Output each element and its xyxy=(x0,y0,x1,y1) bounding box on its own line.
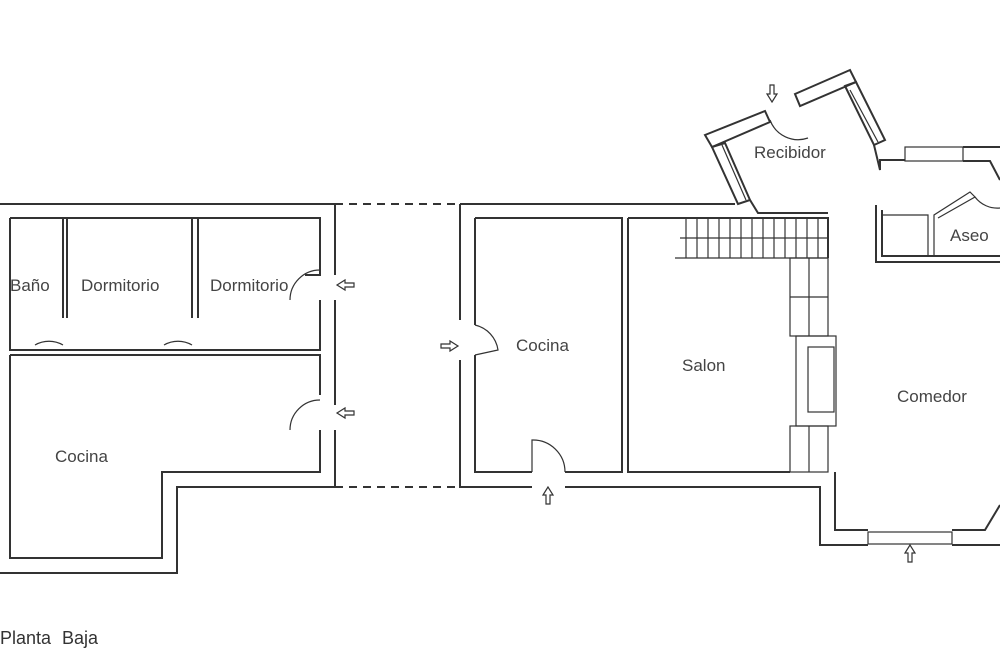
arrow-icon xyxy=(440,339,460,353)
room-label-cocina: Cocina xyxy=(516,336,569,355)
door-swing xyxy=(289,269,321,301)
room-label-aseo: Aseo xyxy=(950,226,989,245)
door-swing xyxy=(163,340,193,346)
door-swing xyxy=(34,340,64,346)
window xyxy=(867,531,953,545)
door-swing xyxy=(289,399,321,431)
room-label-recibidor: Recibidor xyxy=(754,143,826,162)
arrow-icon xyxy=(335,406,355,420)
room-label-salon: Salon xyxy=(682,356,726,375)
arrow-icon xyxy=(335,278,355,292)
room-label-bano: Baño xyxy=(10,276,50,295)
window xyxy=(904,146,964,162)
room-label-cocina: Cocina xyxy=(55,447,108,466)
arrow-icon xyxy=(765,84,779,104)
door-swing xyxy=(474,324,499,356)
room-label-dormitorio: Dormitorio xyxy=(210,276,289,295)
staircase xyxy=(675,218,828,259)
main-building-walls xyxy=(459,68,1000,546)
arrow-icon xyxy=(903,543,917,563)
room-label-dormitorio: Dormitorio xyxy=(81,276,160,295)
door-swing xyxy=(531,439,566,473)
door-swing xyxy=(974,196,1000,209)
entry-arrows xyxy=(335,84,917,563)
plan-caption: Planta Baja xyxy=(0,628,99,648)
room-label-comedor: Comedor xyxy=(897,387,967,406)
left-building-walls xyxy=(0,203,336,574)
arrow-icon xyxy=(541,485,555,505)
door-swing xyxy=(769,119,809,141)
